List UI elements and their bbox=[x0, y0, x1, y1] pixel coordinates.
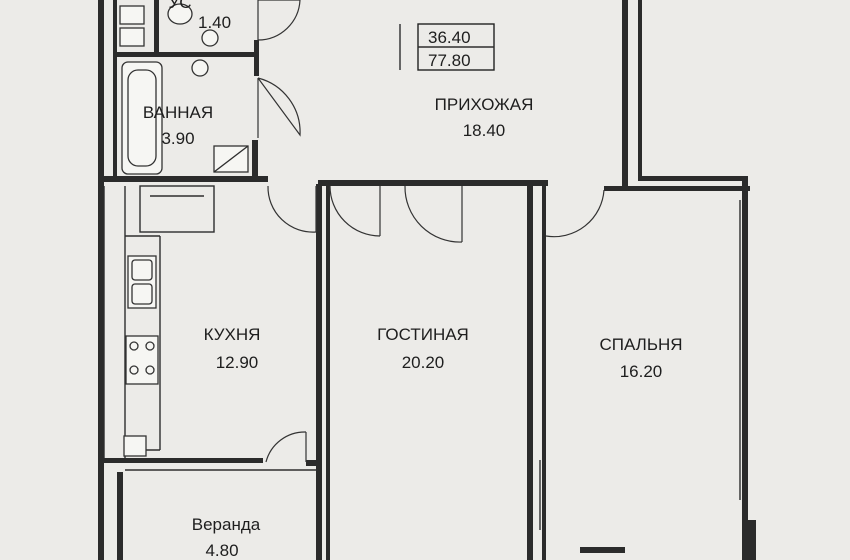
thin-lines bbox=[103, 185, 741, 553]
wc-box-bottom bbox=[119, 27, 145, 47]
living-bedroom-wall-inner bbox=[542, 184, 546, 560]
veranda-area: 4.80 bbox=[205, 541, 238, 560]
hallway-name: ПРИХОЖАЯ bbox=[435, 95, 534, 114]
bathroom-area: 3.90 bbox=[161, 129, 194, 148]
living-door-left bbox=[329, 185, 381, 237]
wc-sink bbox=[201, 29, 219, 47]
bedroom-name: СПАЛЬНЯ bbox=[599, 335, 682, 354]
bath-sink bbox=[191, 59, 209, 77]
bedroom-door bbox=[545, 189, 605, 238]
burner-2 bbox=[145, 341, 155, 351]
bath-bottom-wall bbox=[98, 176, 268, 182]
area-totals: 36.40 77.80 bbox=[399, 23, 495, 71]
toilet-area: 1.40 bbox=[198, 13, 231, 32]
room-labels: УС 1.40 ВАННАЯ 3.90 ПРИХОЖАЯ 18.40 КУХНЯ… bbox=[143, 0, 683, 560]
kitchen-door bbox=[267, 185, 317, 233]
closet-box bbox=[139, 185, 215, 233]
veranda-right-stub bbox=[306, 460, 320, 466]
right-outer-wall bbox=[742, 176, 748, 560]
bath-door bbox=[257, 77, 301, 137]
left-outer-wall bbox=[98, 0, 104, 560]
toilet-code: УС bbox=[168, 0, 191, 12]
living-room-name: ГОСТИНАЯ bbox=[377, 325, 469, 344]
left-inner-wall-top bbox=[113, 0, 117, 180]
living-door-right bbox=[404, 185, 463, 243]
fixtures bbox=[119, 3, 249, 457]
toilet-bowl bbox=[167, 3, 193, 25]
bath-right-wall bbox=[252, 140, 258, 180]
hall-right-wall-inner bbox=[638, 0, 642, 180]
wc-door bbox=[257, 0, 301, 41]
right-bottom-stub bbox=[748, 520, 756, 560]
burner-1 bbox=[129, 341, 139, 351]
kitchen-name: КУХНЯ bbox=[204, 325, 261, 344]
kitchen-living-wall-inner bbox=[326, 184, 330, 560]
kitchen-vent bbox=[123, 435, 147, 457]
living-room-area: 20.20 bbox=[402, 353, 445, 372]
veranda-name: Веранда bbox=[192, 515, 261, 534]
veranda-left-wall bbox=[117, 472, 123, 560]
hall-right-wall bbox=[622, 0, 628, 190]
kitchen-area: 12.90 bbox=[216, 353, 259, 372]
wc-right-wall bbox=[254, 40, 259, 76]
burner-4 bbox=[145, 365, 155, 375]
total-area: 77.80 bbox=[428, 51, 471, 70]
kitchen-sink-bowl-2 bbox=[131, 283, 153, 305]
bathtub-inner bbox=[127, 69, 157, 167]
wc-left-wall bbox=[154, 0, 159, 52]
kitchen-living-wall bbox=[316, 184, 322, 560]
walls bbox=[98, 0, 756, 560]
hallway-area: 18.40 bbox=[463, 121, 506, 140]
kitchen-veranda-wall bbox=[98, 458, 263, 463]
bathroom-name: ВАННАЯ bbox=[143, 103, 213, 122]
living-bedroom-wall bbox=[527, 184, 533, 560]
shower-diagonal bbox=[213, 145, 249, 173]
bedroom-top-wall bbox=[604, 186, 750, 191]
living-area-total: 36.40 bbox=[428, 28, 471, 47]
bedroom-area: 16.20 bbox=[620, 362, 663, 381]
wc-bottom-wall bbox=[116, 52, 256, 57]
kitchen-sink-bowl-1 bbox=[131, 259, 153, 281]
right-wing-top-wall bbox=[638, 176, 748, 181]
bedroom-window-sill bbox=[580, 547, 625, 553]
doors bbox=[257, 0, 605, 463]
wc-box-top bbox=[119, 5, 145, 25]
veranda-door bbox=[265, 431, 307, 463]
burner-3 bbox=[129, 365, 139, 375]
hall-bottom-wall bbox=[318, 180, 548, 186]
